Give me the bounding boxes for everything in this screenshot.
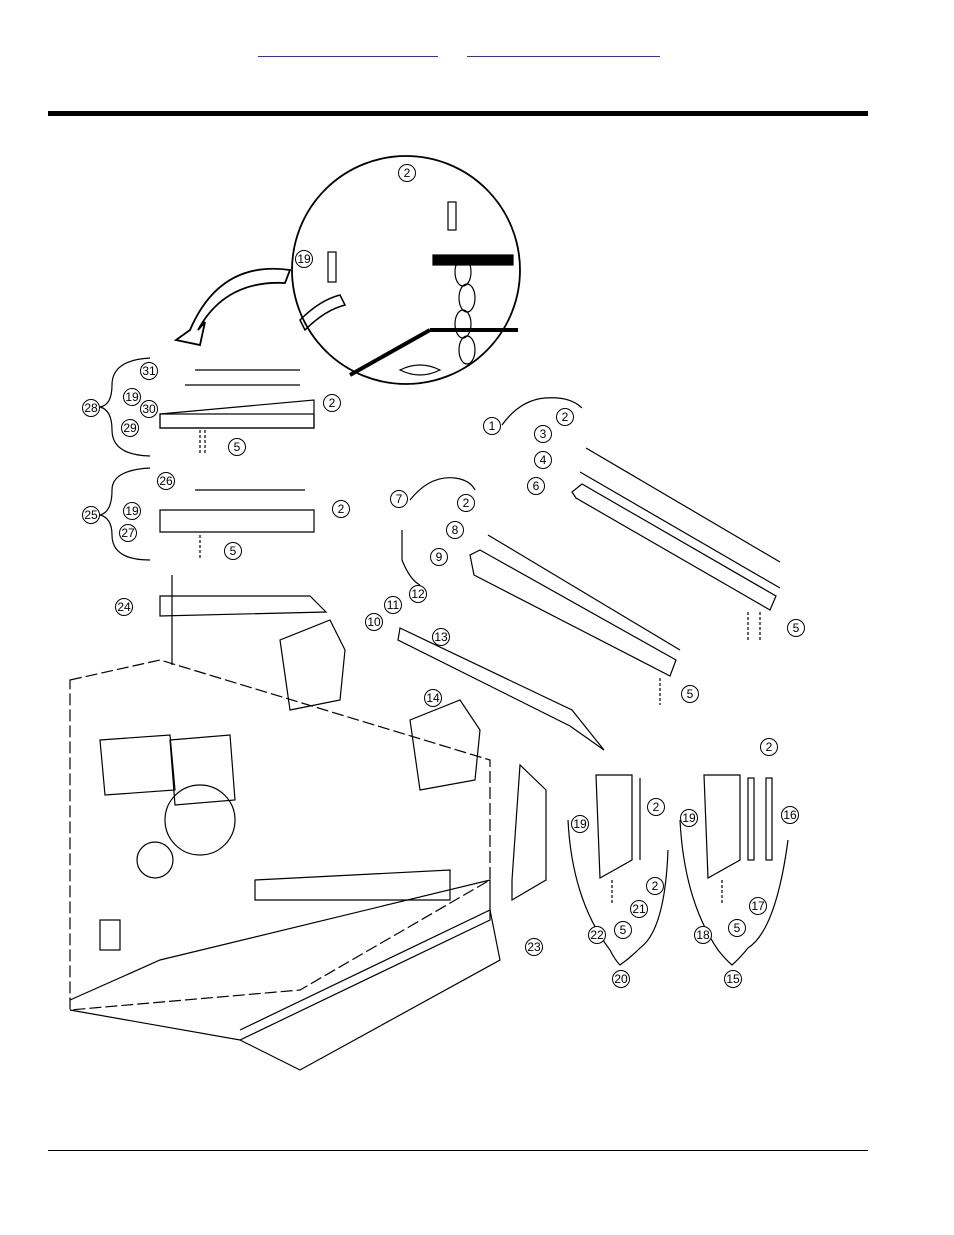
callout-label: 2 [463,496,470,510]
callout-label: 5 [687,687,694,701]
header-link-2[interactable] [467,40,660,57]
callout-label: 19 [125,390,139,404]
callout-label: 23 [527,940,541,954]
callout-label: 14 [426,691,440,705]
callout-label: 27 [121,526,135,540]
callout-label: 22 [590,928,604,942]
callout-label: 2 [766,740,773,754]
callout-label: 31 [142,364,156,378]
callout-label: 2 [329,396,336,410]
callout-label: 24 [117,600,131,614]
callout-label: 12 [411,587,425,601]
callout-label: 2 [338,502,345,516]
callout-label: 2 [562,410,569,424]
callout-label: 29 [123,421,137,435]
diagram-artwork [69,155,789,1071]
callout-labels: 2 19 31 19 30 28 29 2 5 26 19 25 27 2 5 … [82,164,805,988]
callout-label: 13 [434,630,448,644]
callout-label: 2 [404,166,411,180]
callout-label: 21 [632,902,646,916]
callout-label: 2 [653,800,660,814]
callout-label: 11 [387,598,400,612]
callout-label: 5 [734,921,741,935]
callout-label: 4 [540,453,547,467]
callout-label: 8 [452,523,459,537]
callout-label: 30 [142,402,156,416]
callout-label: 19 [125,504,139,518]
callout-label: 1 [489,419,496,433]
callout-label: 17 [751,899,765,913]
callout-label: 3 [540,427,547,441]
callout-label: 5 [793,621,800,635]
callout-label: 9 [436,550,443,564]
callout-label: 6 [533,479,540,493]
callout-label: 28 [84,401,98,415]
callout-label: 2 [652,879,659,893]
callout-label: 18 [696,928,710,942]
header-link-1[interactable] [258,40,438,57]
callout-label: 7 [396,492,403,506]
callout-label: 10 [367,615,381,629]
callout-label: 19 [682,811,696,825]
callout-label: 20 [614,972,628,986]
callout-label: 5 [230,544,237,558]
callout-label: 19 [573,817,587,831]
callout-label: 5 [620,923,627,937]
callout-label: 25 [84,508,98,522]
header-rule [48,111,868,116]
callout-label: 15 [726,972,740,986]
detail-circle [291,155,521,385]
footer-rule [48,1150,868,1151]
callout-label: 5 [234,440,241,454]
callout-label: 16 [783,808,797,822]
callout-label: 26 [159,474,173,488]
callout-label: 19 [297,252,311,266]
